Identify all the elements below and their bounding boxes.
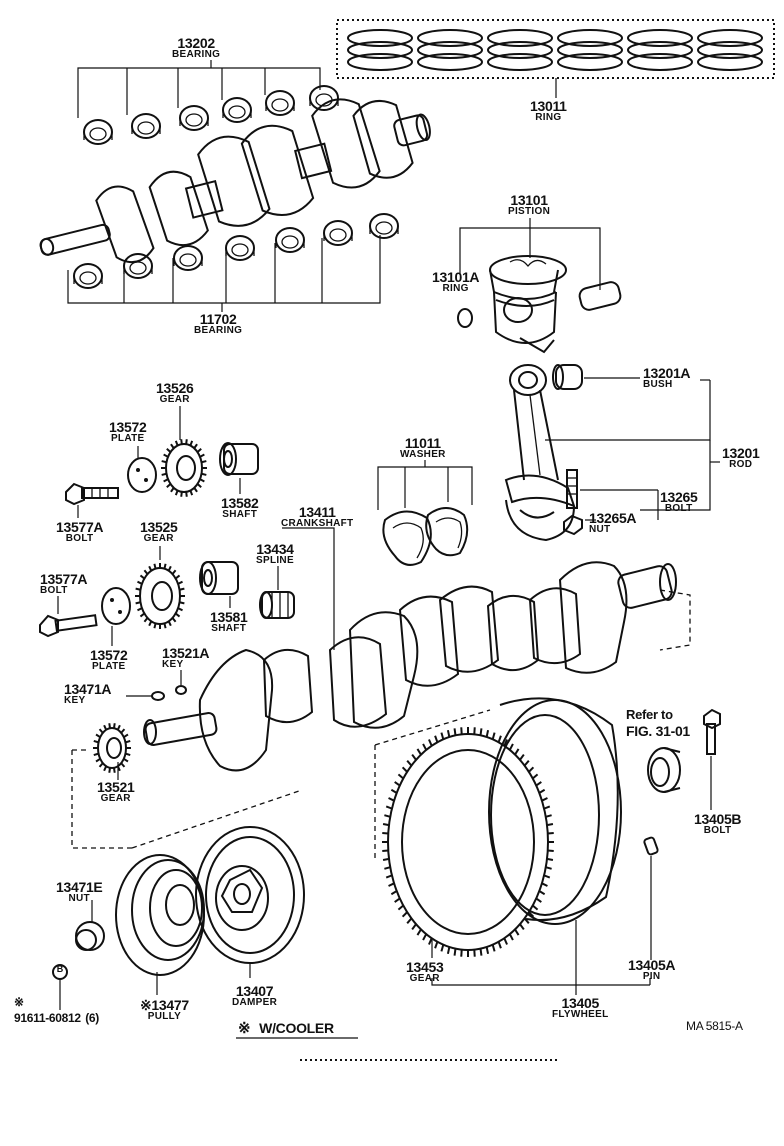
main-crankshaft [143, 527, 691, 772]
piston-ring [697, 41, 763, 59]
piston-ring [487, 41, 553, 59]
piston-ring [347, 29, 413, 47]
piston-ring [487, 29, 553, 47]
piston-ring [557, 41, 623, 59]
piston-ring [557, 29, 623, 47]
lower-bearing-group [67, 213, 399, 312]
piston-ring [417, 53, 483, 71]
piston-ring-set [336, 19, 775, 98]
ref-code: MA 5815-A [686, 1019, 743, 1033]
piston-ring [627, 41, 693, 59]
legend-w-cooler: ※ W/COOLER [238, 1020, 334, 1037]
piston-ring [487, 53, 553, 71]
piston-ring [417, 41, 483, 59]
piston-ring [557, 53, 623, 71]
flywheel-group [374, 697, 721, 995]
timing-components [39, 406, 295, 701]
ring-set-box [336, 19, 775, 79]
upper-crankshaft [39, 98, 431, 264]
piston [457, 218, 622, 354]
pulley-damper [52, 826, 305, 1010]
piston-ring [697, 53, 763, 71]
piston-ring [347, 53, 413, 71]
upper-bearing-group [77, 60, 339, 145]
circle-mark-b: B [56, 964, 64, 974]
thrust-washers [377, 460, 473, 566]
piston-ring [697, 29, 763, 47]
bolt-part-note: ※ 91611-60812 (6) [14, 995, 100, 1025]
refer-note: Refer to FIG. 31-01 [626, 707, 690, 739]
piston-ring [627, 53, 693, 71]
gear-13525 [135, 563, 185, 629]
gear-13526 [161, 439, 207, 497]
crank-gear-13521 [71, 723, 303, 849]
piston-ring [627, 29, 693, 47]
piston-ring [417, 29, 483, 47]
connecting-rod [504, 364, 720, 542]
piston-ring [347, 41, 413, 59]
